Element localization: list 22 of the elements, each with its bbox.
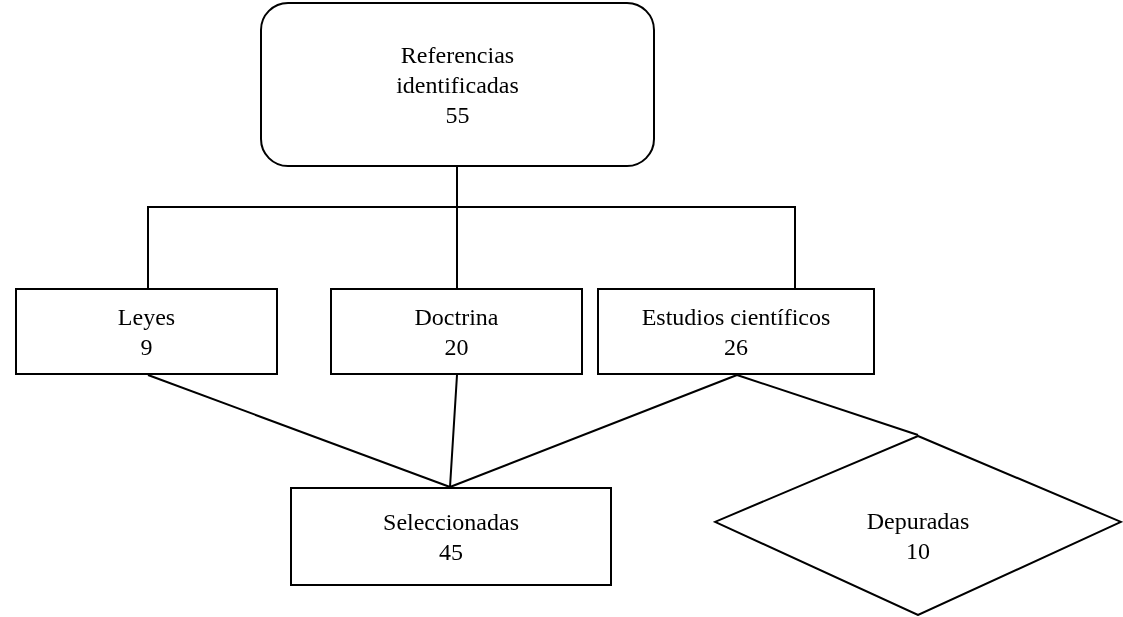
connector-line xyxy=(449,374,458,488)
node-text: 26 xyxy=(724,332,748,362)
process-box xyxy=(597,288,875,375)
node-text: 55 xyxy=(445,100,470,130)
node-text: Referencias identificadas xyxy=(395,40,520,100)
node-text: Depuradas xyxy=(866,506,970,536)
node-text: 45 xyxy=(439,537,463,567)
node-text: 20 xyxy=(444,332,469,362)
decision-diamond xyxy=(713,435,1123,616)
rounded-box xyxy=(260,2,655,167)
node-text: Seleccionadas xyxy=(383,507,519,537)
process-box xyxy=(330,288,583,375)
node-text: Leyes xyxy=(117,302,176,332)
node-text: 9 xyxy=(140,332,153,362)
node-text: 10 xyxy=(906,536,930,566)
process-box xyxy=(15,288,278,375)
connector-line xyxy=(736,374,919,436)
node-text: Estudios científicos xyxy=(641,302,831,332)
connector-line xyxy=(147,374,451,488)
node-text: Doctrina xyxy=(414,302,499,332)
process-box xyxy=(290,487,612,586)
connector-line xyxy=(449,374,738,488)
